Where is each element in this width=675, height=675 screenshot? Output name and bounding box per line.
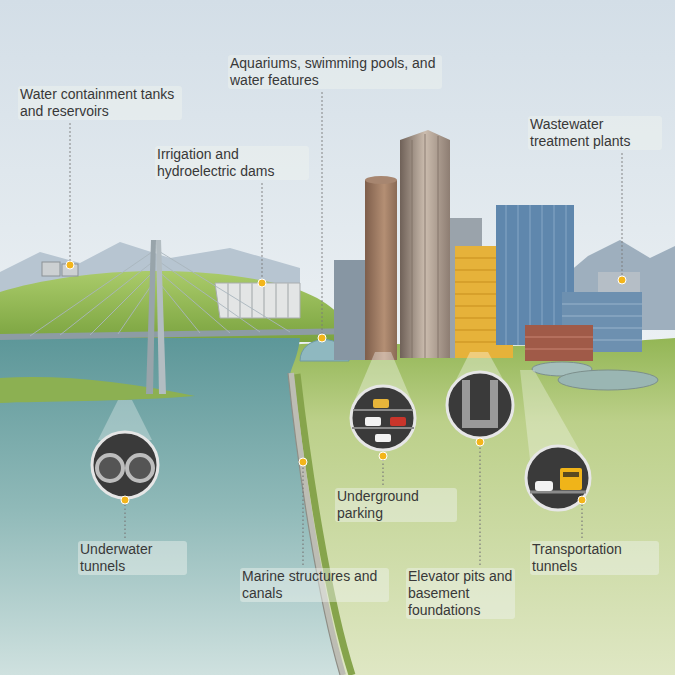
car [365, 417, 381, 426]
ground [290, 338, 675, 675]
treatment-tank [558, 370, 658, 390]
parking-floor [352, 410, 414, 428]
building [334, 260, 366, 360]
callout-dot [379, 452, 387, 460]
building-floors [525, 337, 593, 349]
callout-dot [318, 334, 326, 342]
callout-label: Aquariums, swimming pools, and water fea… [228, 55, 442, 89]
marine-wall [291, 373, 343, 675]
inset-circle [92, 432, 158, 498]
bridge-tower [146, 240, 156, 394]
elevator-pit [462, 380, 498, 428]
leader-line [479, 442, 480, 565]
leader-line [261, 183, 262, 283]
tower [365, 180, 397, 360]
inset-circle [526, 446, 590, 510]
inset-circle [447, 372, 513, 438]
leader-line [302, 462, 303, 565]
tunnel-tube [127, 455, 153, 481]
callout-label: Water containment tanks and reservoirs [18, 86, 182, 120]
bridge-deck [0, 331, 360, 337]
leader-line [621, 153, 622, 280]
tower-top [365, 176, 397, 184]
leader-line [124, 500, 125, 538]
river [0, 338, 342, 675]
callout-dot [121, 496, 129, 504]
callout-label: Elevator pits and basement foundations [406, 568, 515, 619]
building-windows [506, 205, 566, 345]
marine-wall-edge [288, 373, 340, 675]
bus-window [563, 472, 579, 477]
dam [215, 283, 300, 318]
leader-line [321, 92, 322, 338]
tower [400, 130, 450, 358]
car [535, 481, 553, 491]
car [373, 399, 389, 408]
callout-label: Underwater tunnels [78, 541, 187, 575]
callout-dot [618, 276, 626, 284]
callout-dot [258, 279, 266, 287]
callout-label: Irrigation and hydroelectric dams [155, 146, 309, 180]
callout-dot [476, 438, 484, 446]
tunnel-tube [97, 455, 123, 481]
tower-ribs [412, 134, 438, 358]
callout-dot [578, 496, 586, 504]
callout-label: Underground parking [335, 488, 457, 522]
callout-label: Transportation tunnels [530, 541, 659, 575]
car [375, 434, 391, 442]
leader-line [69, 123, 70, 265]
callout-dot [66, 261, 74, 269]
bus [560, 468, 582, 490]
inset-circle [351, 386, 415, 450]
leader-line [581, 500, 582, 538]
tank [42, 262, 60, 276]
shore-band [297, 374, 352, 675]
car [390, 417, 406, 426]
callout-label: Marine structures and canals [240, 568, 389, 602]
callout-dot [299, 458, 307, 466]
callout-label: Wastewater treatment plants [528, 116, 662, 150]
bridge-tower [156, 240, 166, 394]
building [525, 325, 593, 361]
